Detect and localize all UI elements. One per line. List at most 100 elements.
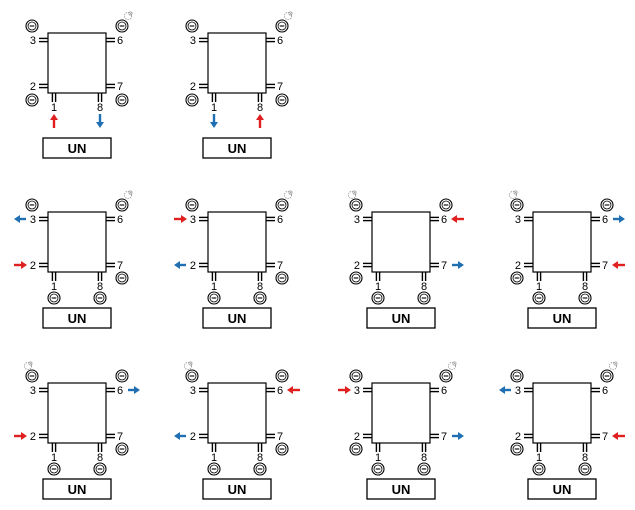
blue-flow-arrow <box>174 432 186 440</box>
port-number-8: 8 <box>257 452 263 464</box>
port-number-7: 7 <box>277 260 283 272</box>
unit-body <box>207 211 267 273</box>
unit-label: UN <box>228 482 247 497</box>
port-number-7: 7 <box>602 431 608 443</box>
port-number-2: 2 <box>190 431 196 443</box>
unit-label: UN <box>68 141 87 156</box>
air-vent-icon <box>608 361 618 371</box>
unit-body <box>532 211 592 273</box>
unit-label-box <box>202 307 272 329</box>
unit-label: UN <box>392 311 411 326</box>
port-number-1: 1 <box>536 281 542 293</box>
port-number-1: 1 <box>51 102 57 114</box>
port-number-2: 2 <box>515 260 521 272</box>
port-number-8: 8 <box>257 102 263 114</box>
unit-body <box>47 211 107 273</box>
port-number-8: 8 <box>97 102 103 114</box>
port-number-3: 3 <box>354 385 360 397</box>
unit-label: UN <box>228 311 247 326</box>
port-number-6: 6 <box>602 214 608 226</box>
port-number-7: 7 <box>441 431 447 443</box>
port-number-6: 6 <box>117 385 123 397</box>
port-number-3: 3 <box>190 385 196 397</box>
blue-flow-arrow <box>452 432 464 440</box>
port-number-1: 1 <box>51 281 57 293</box>
red-flow-arrow <box>612 432 625 440</box>
red-flow-arrow <box>50 114 58 128</box>
port-number-7: 7 <box>602 260 608 272</box>
air-vent-icon <box>23 361 33 371</box>
port-number-1: 1 <box>375 452 381 464</box>
port-number-3: 3 <box>354 214 360 226</box>
port-number-2: 2 <box>190 260 196 272</box>
port-number-3: 3 <box>30 385 36 397</box>
unit-body <box>371 211 431 273</box>
port-number-3: 3 <box>515 385 521 397</box>
blue-flow-arrow <box>499 386 511 394</box>
unit-label-box <box>527 307 597 329</box>
port-number-1: 1 <box>211 281 217 293</box>
port-number-7: 7 <box>117 81 123 93</box>
blue-flow-arrow <box>210 114 218 128</box>
port-number-7: 7 <box>277 431 283 443</box>
red-flow-arrow <box>174 215 187 223</box>
port-number-3: 3 <box>190 214 196 226</box>
port-number-3: 3 <box>30 214 36 226</box>
port-number-2: 2 <box>515 431 521 443</box>
air-vent-icon <box>183 361 193 371</box>
port-number-2: 2 <box>30 431 36 443</box>
port-number-7: 7 <box>117 260 123 272</box>
unit-label-box <box>42 137 112 159</box>
port-number-8: 8 <box>582 281 588 293</box>
air-vent-icon <box>347 190 357 200</box>
blue-flow-arrow <box>452 261 464 269</box>
blue-flow-arrow <box>14 215 26 223</box>
unit-label-box <box>42 307 112 329</box>
unit-label-box <box>42 478 112 500</box>
port-number-1: 1 <box>51 452 57 464</box>
unit-body <box>47 382 107 444</box>
red-flow-arrow <box>256 114 264 128</box>
port-number-6: 6 <box>441 385 447 397</box>
unit-label: UN <box>228 141 247 156</box>
unit-body <box>207 32 267 94</box>
red-flow-arrow <box>612 261 625 269</box>
port-number-8: 8 <box>582 452 588 464</box>
port-number-6: 6 <box>277 35 283 47</box>
red-flow-arrow <box>14 432 27 440</box>
blue-flow-arrow <box>96 114 104 128</box>
unit-label: UN <box>392 482 411 497</box>
unit-body <box>532 382 592 444</box>
red-flow-arrow <box>14 261 27 269</box>
blue-flow-arrow <box>128 386 140 394</box>
red-flow-arrow <box>451 215 464 223</box>
red-flow-arrow <box>338 386 351 394</box>
air-vent-icon <box>123 11 133 21</box>
port-number-1: 1 <box>536 452 542 464</box>
unit-body <box>47 32 107 94</box>
port-number-2: 2 <box>30 81 36 93</box>
unit-label: UN <box>553 311 572 326</box>
air-vent-icon <box>508 190 518 200</box>
port-number-7: 7 <box>441 260 447 272</box>
unit-label-box <box>527 478 597 500</box>
unit-label-box <box>366 307 436 329</box>
port-number-8: 8 <box>97 281 103 293</box>
air-vent-icon <box>447 361 457 371</box>
blue-flow-arrow <box>174 261 186 269</box>
port-number-8: 8 <box>421 281 427 293</box>
port-number-6: 6 <box>117 214 123 226</box>
port-number-2: 2 <box>190 81 196 93</box>
port-number-1: 1 <box>211 102 217 114</box>
port-number-2: 2 <box>354 431 360 443</box>
